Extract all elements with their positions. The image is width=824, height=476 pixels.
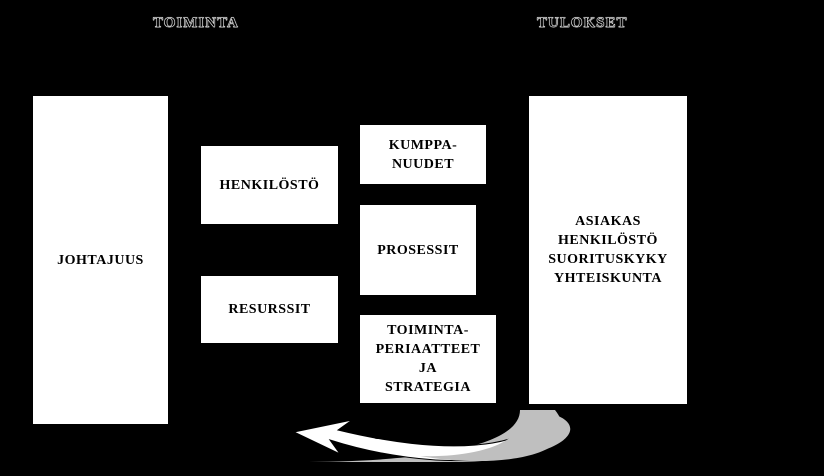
header-activities: TOIMINTA bbox=[153, 15, 239, 31]
leadership-box: JOHTAJUUS bbox=[32, 95, 169, 425]
learning-label: OPPIMINEN bbox=[372, 428, 463, 443]
partnerships-box: KUMPPA- NUUDET bbox=[359, 124, 487, 185]
personnel-box: HENKILÖSTÖ bbox=[200, 145, 339, 225]
header-results: TULOKSET bbox=[537, 15, 628, 31]
results-box: ASIAKAS HENKILÖSTÖ SUORITUSKYKY YHTEISKU… bbox=[528, 95, 688, 405]
processes-box: PROSESSIT bbox=[359, 204, 477, 296]
policies-box: TOIMINTA- PERIAATTEET JA STRATEGIA bbox=[359, 314, 497, 404]
resources-box: RESURSSIT bbox=[200, 275, 339, 344]
